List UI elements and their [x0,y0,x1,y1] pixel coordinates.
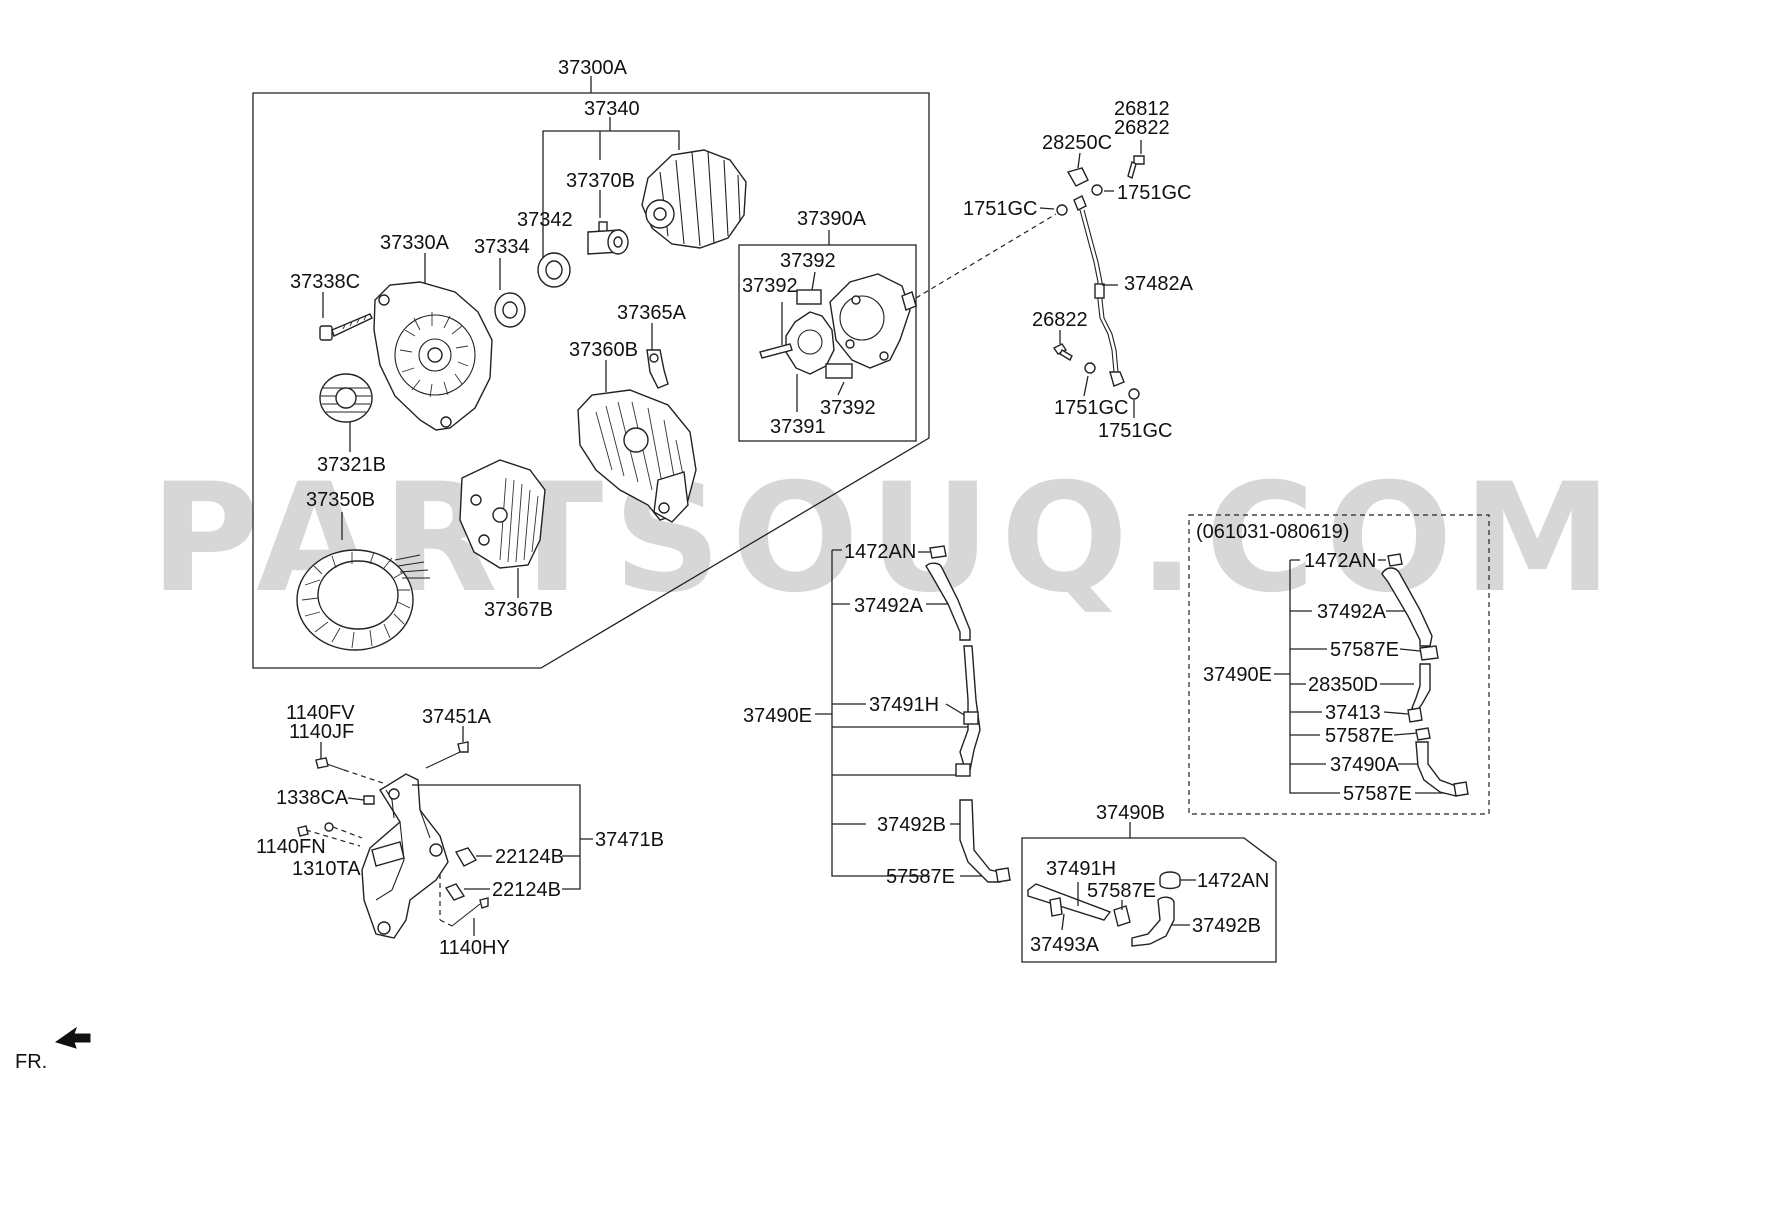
label-37300A: 37300A [558,57,628,79]
label-37365A: 37365A [617,302,687,324]
label-37392-top: 37392 [780,250,836,272]
brush-holder-part [646,349,669,389]
label-37492A-variant: 37492A [1317,601,1387,623]
label-1310TA: 1310TA [292,858,361,880]
label-57587E-variant-2: 57587E [1325,725,1394,747]
label-37391: 37391 [770,416,826,438]
label-37342: 37342 [517,209,573,231]
label-1472AN-box: 1472AN [1197,870,1269,892]
slip-ring-part [587,221,629,255]
label-1140JF: 1140JF [289,721,354,743]
label-37340: 37340 [584,98,640,120]
label-37491H-box: 37491H [1046,858,1116,880]
label-37482A: 37482A [1124,273,1194,295]
label-28250C: 28250C [1042,132,1112,154]
label-variant-range: (061031-080619) [1196,521,1349,543]
front-direction-arrow-icon [54,1026,91,1049]
label-37330A: 37330A [380,232,450,254]
label-37471B: 37471B [595,829,664,851]
rotor-part [641,149,747,249]
label-37490B: 37490B [1096,802,1165,824]
rectifier-part [459,459,546,569]
label-1751GC-left: 1751GC [963,198,1038,220]
pulley-part [319,373,373,423]
vacuum-pump-part [759,273,917,379]
label-37490A: 37490A [1330,754,1400,776]
label-37451A: 37451A [422,706,492,728]
label-57587E-mid: 57587E [886,866,955,888]
bearing-37342-part [537,252,571,288]
label-57587E-variant-1: 57587E [1330,639,1399,661]
front-bracket-part [373,281,493,431]
part-labels: 37300A 37340 37370B 37342 37330A 37334 3… [15,57,1412,1073]
label-26812: 26812 [1114,98,1170,120]
label-37334: 37334 [474,236,530,258]
stator-part [296,549,430,651]
label-37321B: 37321B [317,454,386,476]
label-37490E-variant: 37490E [1203,664,1272,686]
label-1751GC-right: 1751GC [1117,182,1192,204]
label-37338C: 37338C [290,271,360,293]
label-37360B: 37360B [569,339,638,361]
label-37392-bottom: 37392 [820,397,876,419]
alternator-assembly-group [252,76,930,669]
pump-connection-leader [915,213,1057,299]
oil-line-group [1039,140,1145,418]
label-front-direction: FR. [15,1051,47,1073]
variant-hose-group [1188,514,1490,815]
label-37492B-box: 37492B [1192,915,1261,937]
label-37390A: 37390A [797,208,867,230]
label-57587E-box: 57587E [1087,880,1156,902]
label-1751GC-lower: 1751GC [1054,397,1129,419]
label-1472AN-mid: 1472AN [844,541,916,563]
label-22124B-lower: 22124B [492,879,561,901]
label-28350D: 28350D [1308,674,1378,696]
through-bolt-part [319,313,373,341]
alternator-bracket-group [297,726,593,939]
label-1140HY: 1140HY [439,937,510,959]
label-1751GC-lowest: 1751GC [1098,420,1173,442]
label-1472AN-variant: 1472AN [1304,550,1376,572]
vacuum-hose-group [815,545,1011,883]
hose-kit-37490B-group [1021,822,1277,963]
label-26822-bottom: 26822 [1032,309,1088,331]
label-37491H-mid: 37491H [869,694,939,716]
label-57587E-variant-3: 57587E [1343,783,1412,805]
label-37492A-mid: 37492A [854,595,924,617]
label-37392-left: 37392 [742,275,798,297]
label-37367B: 37367B [484,599,553,621]
label-1338CA: 1338CA [276,787,349,809]
label-22124B-upper: 22124B [495,846,564,868]
label-37350B: 37350B [306,489,375,511]
label-37492B-mid: 37492B [877,814,946,836]
label-1140FN: 1140FN [256,836,326,858]
bearing-37334-part [494,292,526,328]
rear-bracket-part [577,389,697,523]
label-37490E-mid: 37490E [743,705,812,727]
label-26822-top: 26822 [1114,117,1170,139]
label-37370B: 37370B [566,170,635,192]
label-1140FV: 1140FV [286,702,355,724]
label-37493A: 37493A [1030,934,1100,956]
label-37413: 37413 [1325,702,1381,724]
